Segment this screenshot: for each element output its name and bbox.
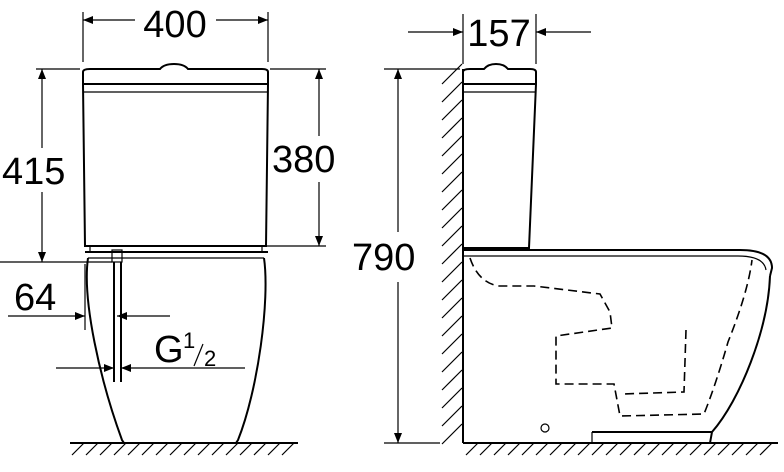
bowl-side-top xyxy=(463,249,774,277)
dim-inlet-offset: 64 xyxy=(14,277,56,319)
inlet-valve xyxy=(111,249,123,263)
bowl-right-contour xyxy=(235,257,267,444)
dim-tank-height: 380 xyxy=(272,139,335,181)
dim-depth: 157 xyxy=(467,13,530,55)
dim-thread-numerator: 1 xyxy=(183,328,195,353)
front-floor-hatch xyxy=(71,442,295,456)
dim-thread-prefix: G xyxy=(154,329,184,371)
tank-body xyxy=(82,83,269,247)
front-view: 400 415 380 64 G 1 2 xyxy=(0,4,335,456)
dim-thread-denominator: 2 xyxy=(204,346,216,371)
bowl-left-contour xyxy=(85,257,125,444)
tank-side-lid xyxy=(462,62,537,84)
fixing-hole xyxy=(540,423,550,433)
tank-lid xyxy=(82,62,269,84)
bowl-side-rim xyxy=(463,255,767,271)
dim-tank-width: 400 xyxy=(143,4,206,46)
side-view: 157 790 xyxy=(352,13,778,456)
trapway-dashed xyxy=(469,257,753,417)
tank-side-body xyxy=(463,83,537,249)
wall-hatch xyxy=(441,63,463,445)
dim-tank-height-total: 415 xyxy=(2,151,65,193)
dim-overall-height: 790 xyxy=(352,237,415,279)
dim-thread-fraction-bar xyxy=(193,343,204,367)
bowl-side-front xyxy=(709,275,771,444)
side-floor-hatch xyxy=(465,442,773,456)
trapway-inner-dashed xyxy=(621,329,687,395)
